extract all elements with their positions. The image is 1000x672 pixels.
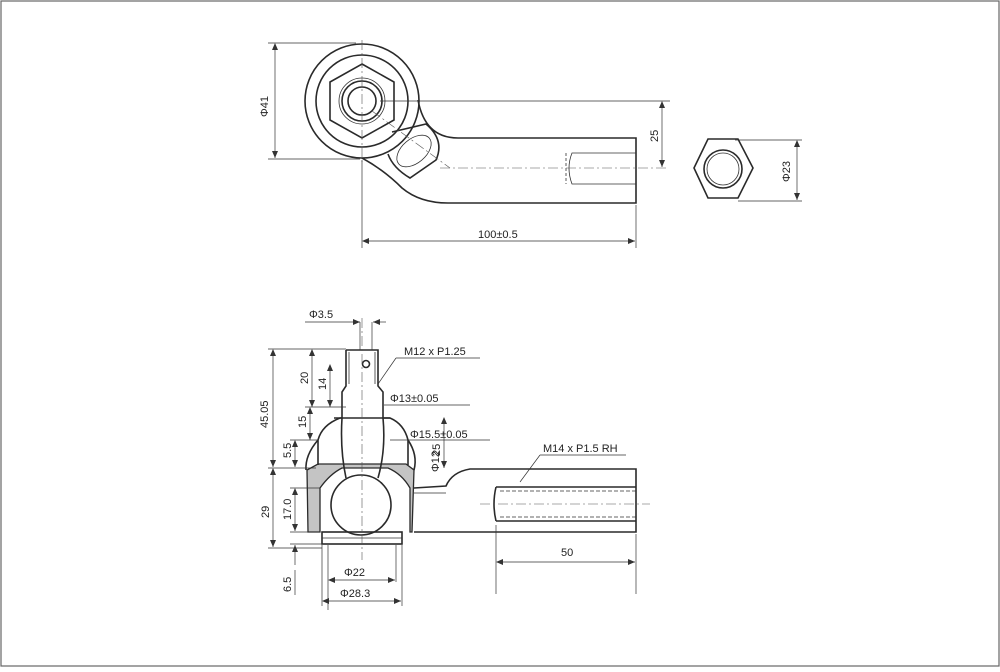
pin-hole-label: Φ3.5 — [309, 309, 333, 321]
section-fill — [306, 463, 415, 533]
ball-dia-label: Φ12 — [430, 451, 442, 472]
section-view: Φ3.5 M12 x P1.25 Φ13±0.05 Φ15.5±0.05 25 … — [259, 309, 650, 610]
length-label: 100±0.5 — [478, 229, 518, 241]
body-thread-label: M14 x P1.5 RH — [543, 443, 618, 455]
end-view: Φ23 — [693, 138, 802, 202]
socket-inner-label: Φ22 — [344, 567, 365, 579]
stud-thread-label: M12 x P1.25 — [404, 346, 466, 358]
dim-20-label: 20 — [299, 372, 311, 384]
dim-14-label: 14 — [317, 378, 329, 390]
dim-29-label: 29 — [260, 506, 272, 518]
end-diameter-label: Φ23 — [781, 161, 793, 182]
offset-label: 25 — [649, 130, 661, 142]
dim-5-5-label: 5.5 — [282, 443, 294, 458]
thread-length-label: 50 — [561, 547, 573, 559]
top-view: Φ41 25 100±0.5 — [259, 40, 670, 248]
socket-outer-label: Φ28.3 — [340, 588, 370, 600]
ball-height-label: 25 — [431, 444, 443, 456]
ring-diameter-label: Φ41 — [259, 96, 271, 117]
stud-diameter-label: Φ13±0.05 — [390, 393, 438, 405]
taper-diameter-label: Φ15.5±0.05 — [410, 429, 468, 441]
dim-17-label: 17.0 — [282, 499, 294, 520]
dim-6-5-label: 6.5 — [282, 577, 294, 592]
dim-15-label: 15 — [297, 416, 309, 428]
stud-height-label: 45.05 — [259, 400, 271, 428]
